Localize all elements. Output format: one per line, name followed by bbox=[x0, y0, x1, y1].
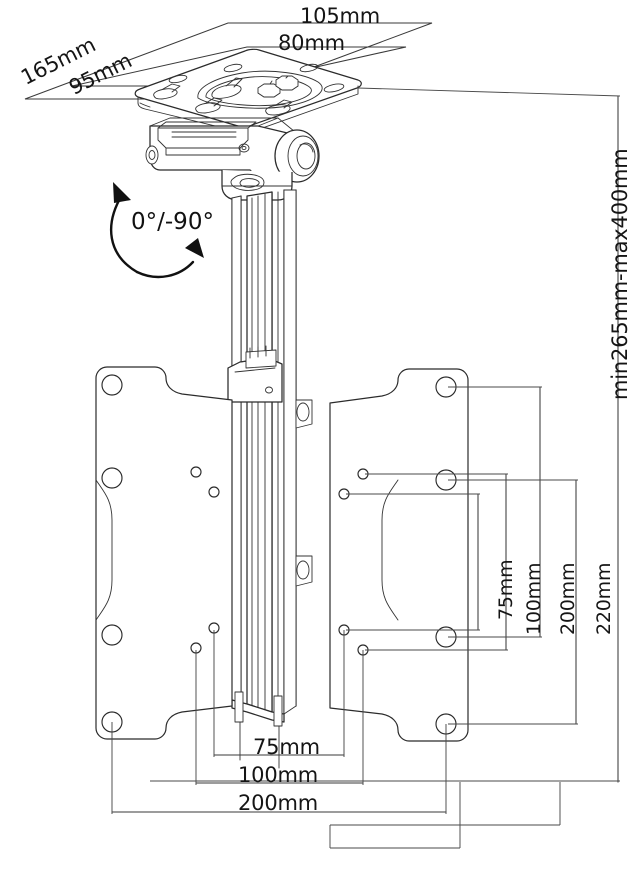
column-latch-right-upper bbox=[295, 399, 313, 429]
ceiling-hole-d bbox=[168, 74, 188, 84]
dim-label-h75mm: 75mm bbox=[253, 735, 320, 759]
dim-label-h200mm: 200mm bbox=[238, 791, 318, 815]
ceiling-hex-nut-right-body bbox=[275, 75, 299, 91]
rotation-arc bbox=[109, 193, 139, 274]
column-tab-right bbox=[273, 695, 283, 727]
ceiling-plate-recess bbox=[197, 70, 323, 109]
ceiling-hole-b bbox=[299, 63, 319, 73]
dim-label-v200mm: 200mm bbox=[557, 562, 579, 635]
dim-drop-ext-top bbox=[357, 87, 621, 97]
ceiling-hex-nut-highlight bbox=[269, 75, 289, 85]
pivot-knob-inner bbox=[296, 142, 316, 170]
ceiling-plate-recess-inner bbox=[205, 76, 312, 106]
column-latch-right-upper-hole bbox=[296, 402, 310, 422]
column-front-grooves bbox=[251, 193, 266, 711]
vesa-small-hole-1 bbox=[190, 466, 202, 478]
pivot-left-bolt-inner bbox=[148, 150, 156, 160]
pivot-knob-highlight bbox=[299, 143, 314, 153]
column-latch-right-lower bbox=[295, 555, 313, 587]
vesa-plate-right-waist bbox=[381, 479, 399, 621]
column-bracket-clip-ribs bbox=[249, 345, 267, 359]
dim-label-h100mm: 100mm bbox=[238, 763, 318, 787]
pivot-inner-slot bbox=[157, 127, 249, 149]
pivot-yoke-slot-inner bbox=[239, 178, 260, 188]
ceiling-slot-3 bbox=[265, 104, 291, 116]
vesa-hole-left-tl bbox=[101, 374, 123, 396]
rotation-arrow-head-top bbox=[113, 182, 131, 203]
vesa-plate-right bbox=[329, 368, 469, 742]
column-latch-right-lower-hole bbox=[296, 560, 310, 580]
dim-label-v220mm: 220mm bbox=[593, 562, 615, 635]
vesa-small-hole-2 bbox=[208, 486, 220, 498]
dim-label-80mm: 80mm bbox=[278, 31, 345, 55]
pivot-inner-slot-top bbox=[157, 121, 257, 129]
dimension-lines-group bbox=[111, 87, 621, 849]
ceiling-plate-group bbox=[24, 22, 433, 134]
vesa-plate-group bbox=[95, 366, 469, 742]
column-side-rail bbox=[231, 195, 242, 703]
vesa-plate-left-waist bbox=[95, 479, 113, 621]
dim-label-drop-range: min265mm-max400mm bbox=[608, 148, 632, 400]
column-bracket-screw bbox=[265, 386, 273, 394]
vesa-hole-left-ml bbox=[101, 467, 123, 489]
column-bracket-clip bbox=[245, 349, 277, 369]
ceiling-plate-edge-detail bbox=[139, 102, 151, 108]
annotation-tilt-range: 0°/-90° bbox=[131, 209, 214, 235]
ceiling-slot-1 bbox=[153, 88, 178, 100]
column-group bbox=[221, 189, 313, 769]
pivot-face-bolt bbox=[238, 143, 250, 153]
rotation-arrow-group bbox=[109, 182, 204, 279]
ceiling-slot-2 bbox=[195, 102, 221, 114]
dim-label-v100mm: 100mm bbox=[523, 562, 545, 635]
column-front-face bbox=[246, 191, 273, 713]
pivot-face-bolt-core bbox=[241, 145, 247, 151]
ceiling-hole-c bbox=[323, 83, 345, 93]
rotation-arc-2 bbox=[135, 260, 195, 279]
ceiling-slot-2-tab bbox=[205, 97, 223, 107]
vesa-hole-left-mlb bbox=[101, 624, 123, 646]
ceiling-plate-lug-tab bbox=[225, 77, 243, 88]
pivot-assembly-group bbox=[145, 117, 320, 201]
ceiling-plate-lug bbox=[211, 84, 242, 99]
ceiling-slot-1-tab bbox=[162, 83, 181, 93]
ceiling-slot-3-tab bbox=[275, 99, 293, 109]
rotation-arrow-head-bottom bbox=[185, 238, 204, 258]
vesa-plate-left bbox=[95, 366, 233, 740]
column-bracket-upper-line bbox=[234, 367, 276, 373]
dim-label-105mm: 105mm bbox=[300, 4, 380, 28]
pivot-top-face-edge bbox=[257, 117, 279, 127]
column-right-rail bbox=[283, 189, 297, 715]
pivot-slot-lines bbox=[171, 131, 237, 138]
ceiling-hole-a bbox=[223, 63, 243, 73]
pivot-top-face bbox=[149, 117, 301, 137]
pivot-left-bolt bbox=[145, 145, 159, 165]
ceiling-hex-nut-left-body bbox=[257, 83, 281, 98]
dim-label-v75mm: 75mm bbox=[495, 559, 517, 620]
pivot-yoke-slot bbox=[230, 173, 265, 191]
column-tab-left bbox=[234, 691, 244, 723]
pivot-inner-slot-bottom bbox=[165, 147, 241, 156]
